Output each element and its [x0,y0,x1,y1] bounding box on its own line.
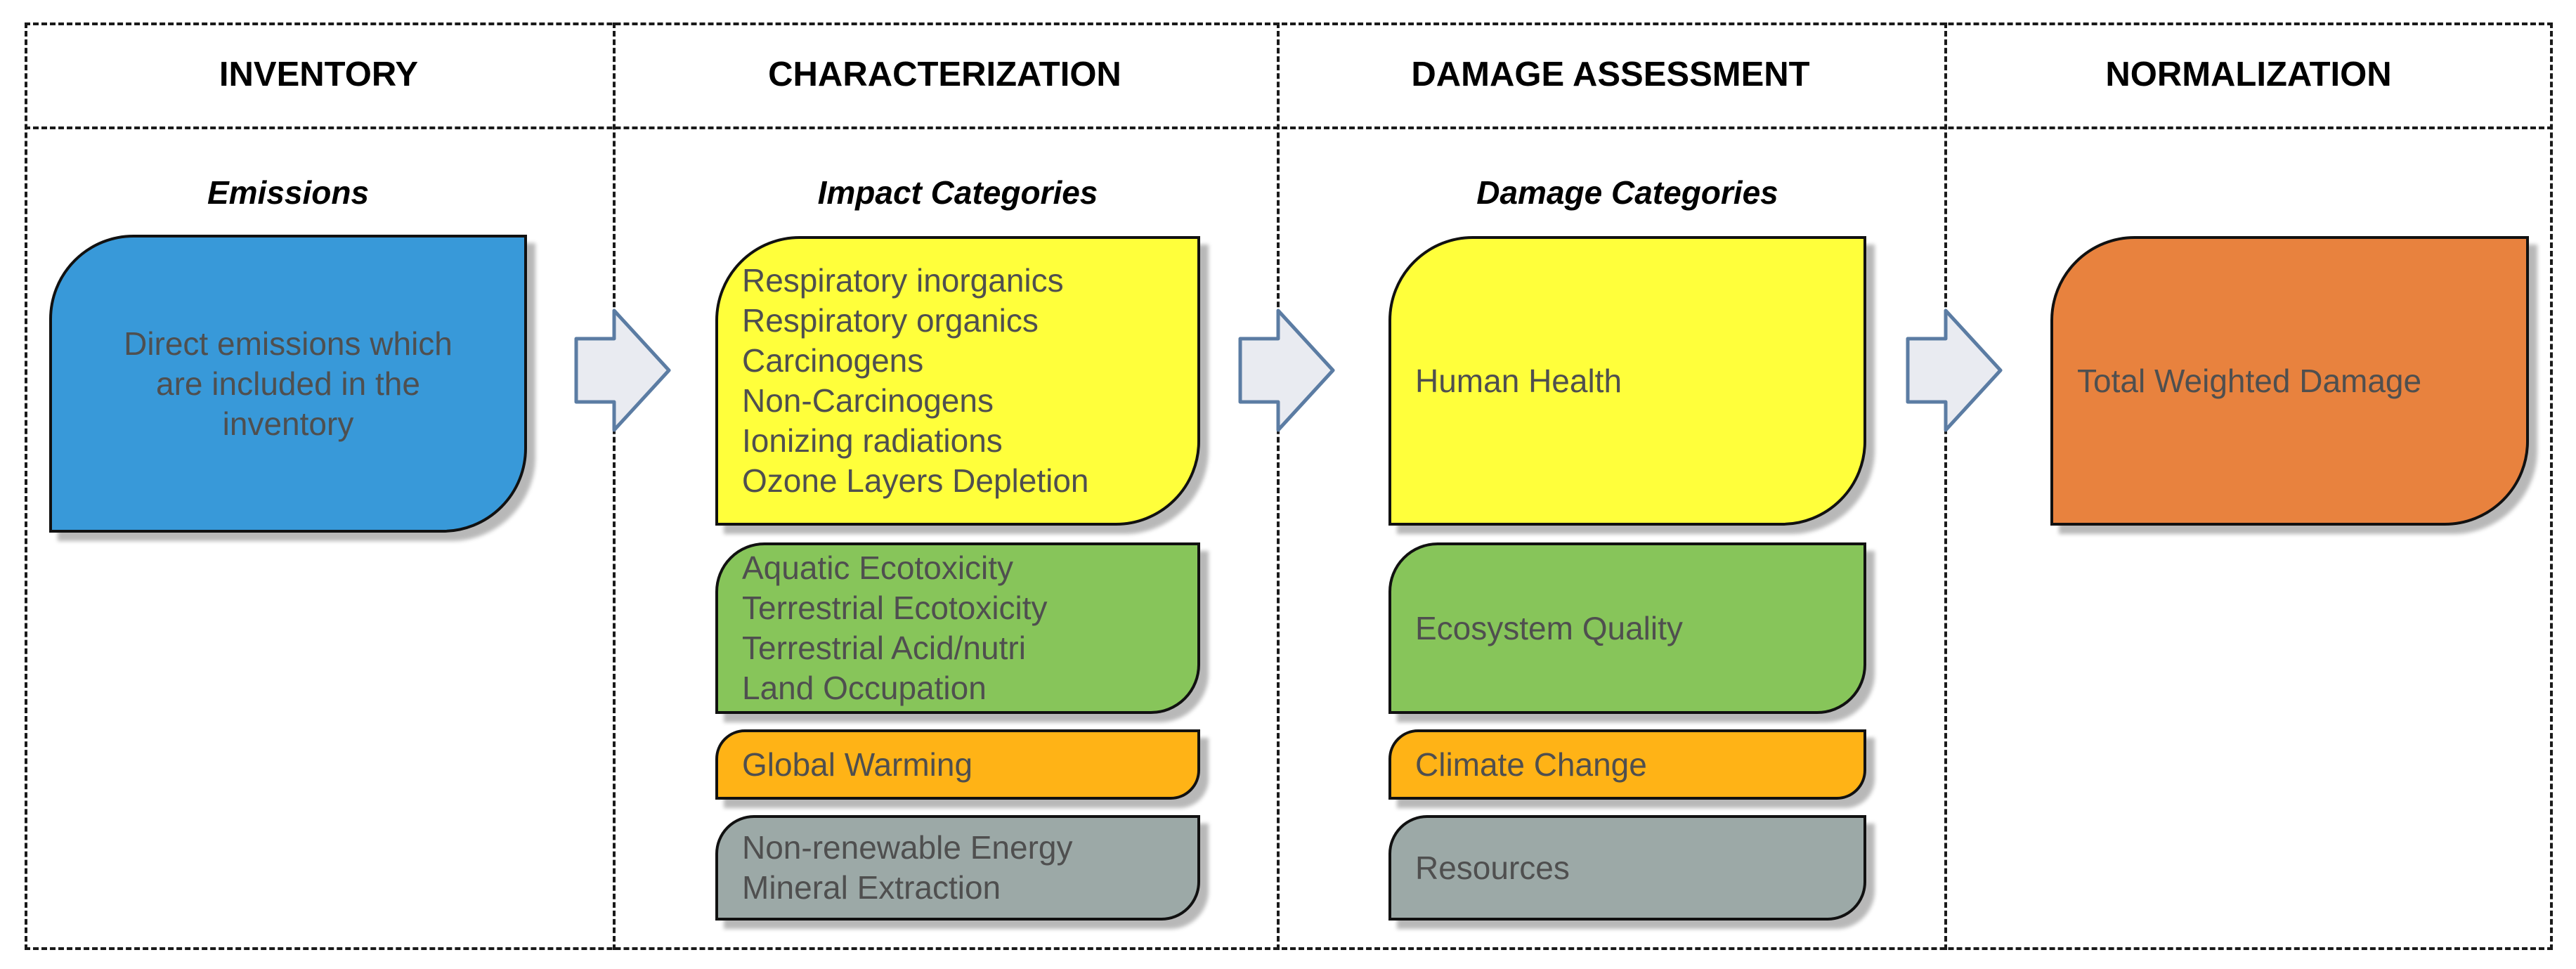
damage-categories-label: Damage Categories [1476,174,1778,211]
total-box-text: Total Weighted Damage [2077,362,2422,399]
impact-categories-label: Impact Categories [817,174,1098,211]
damage-box-label: Climate Change [1415,746,1647,783]
impact-line: Non-Carcinogens [742,382,994,419]
outer-dotted-frame [25,22,2553,950]
damage-box-label: Resources [1415,849,1570,886]
header-characterization: CHARACTERIZATION [768,56,1121,93]
header-damage-assessment: DAMAGE ASSESSMENT [1411,56,1810,93]
impact-line: Aquatic Ecotoxicity [742,549,1014,586]
flow-arrow-icon [1906,308,2003,432]
impact-line: Global Warming [742,746,973,783]
column-divider-2 [1277,22,1280,950]
impact-human-health-box: Respiratory inorganics Respiratory organ… [715,236,1200,526]
damage-ecosystem-quality-box: Ecosystem Quality [1388,542,1866,714]
header-inventory: INVENTORY [219,56,419,93]
impact-line: Respiratory inorganics [742,262,1064,299]
damage-resources-box: Resources [1388,815,1866,921]
column-divider-1 [613,22,616,950]
impact-line: Respiratory organics [742,302,1039,339]
impact-line: Ionizing radiations [742,422,1003,459]
impact-ecosystem-box: Aquatic Ecotoxicity Terrestrial Ecotoxic… [715,542,1200,714]
impact-line: Ozone Layers Depletion [742,462,1089,499]
header-normalization: NORMALIZATION [2105,56,2392,93]
total-weighted-damage-box: Total Weighted Damage [2050,236,2529,526]
impact-line: Carcinogens [742,342,924,379]
column-divider-3 [1944,22,1947,950]
impact-line: Terrestrial Acid/nutri [742,630,1026,666]
damage-box-label: Human Health [1415,362,1622,399]
emissions-box-text: Direct emissions which are included in t… [124,325,453,442]
impact-line: Mineral Extraction [742,869,1001,906]
damage-human-health-box: Human Health [1388,236,1866,526]
damage-box-label: Ecosystem Quality [1415,609,1683,646]
flow-arrow-icon [574,308,671,432]
flow-arrow-icon [1238,308,1335,432]
header-row-divider [25,126,2553,129]
impact-line: Land Occupation [742,670,987,706]
impact-resources-box: Non-renewable Energy Mineral Extraction [715,815,1200,921]
impact-line: Terrestrial Ecotoxicity [742,590,1048,626]
impact-line: Non-renewable Energy [742,829,1073,866]
emissions-box: Direct emissions which are included in t… [49,235,527,533]
damage-climate-change-box: Climate Change [1388,729,1866,800]
impact-global-warming-box: Global Warming [715,729,1200,800]
emissions-label: Emissions [207,174,370,211]
